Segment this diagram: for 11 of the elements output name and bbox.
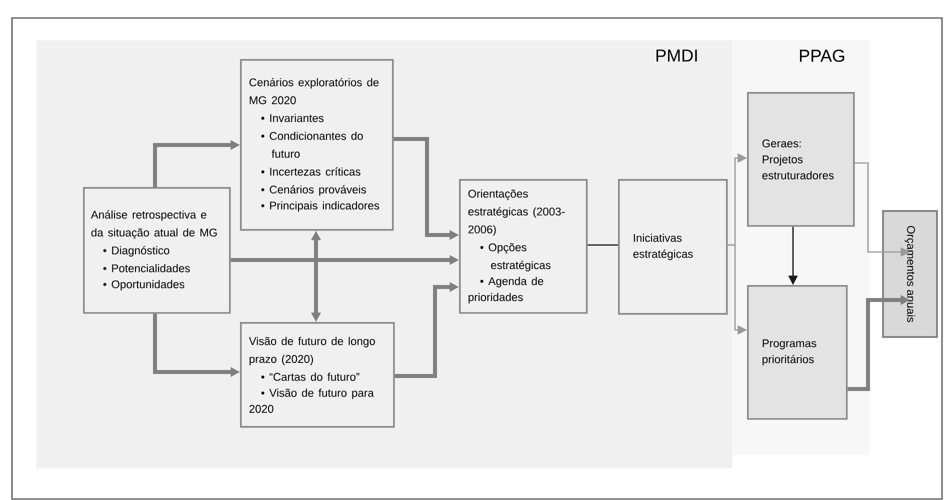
process-box: Análise retrospectiva e da situação atual de MG • Diagnóstico • Potencialidades • Oportunidades	[83, 187, 231, 314]
process-box: Orientações estratégicas (2003-2006) • Opções estratégicas • Agenda de prioridades	[459, 179, 588, 314]
process-box: Geraes: Projetos estruturadores	[747, 92, 855, 227]
process-box: Orçamentos anuais	[882, 210, 938, 338]
process-box: Cenários exploratórios de MG 2020 • Invariantes • Condicionantes do futuro • Incertezas críticas • Cenários prováveis • Principais indicadores	[240, 59, 394, 231]
process-box: Iniciativas estratégicas	[618, 179, 728, 315]
band-label: PMDI	[656, 50, 697, 62]
band-label: PPAG	[800, 50, 844, 62]
connector-line	[588, 244, 618, 246]
process-box: Programas prioritários	[747, 285, 848, 420]
process-box: Visão de futuro de longo prazo (2020) • “Cartas do futuro” • Visão de futuro para 2020	[240, 322, 395, 428]
